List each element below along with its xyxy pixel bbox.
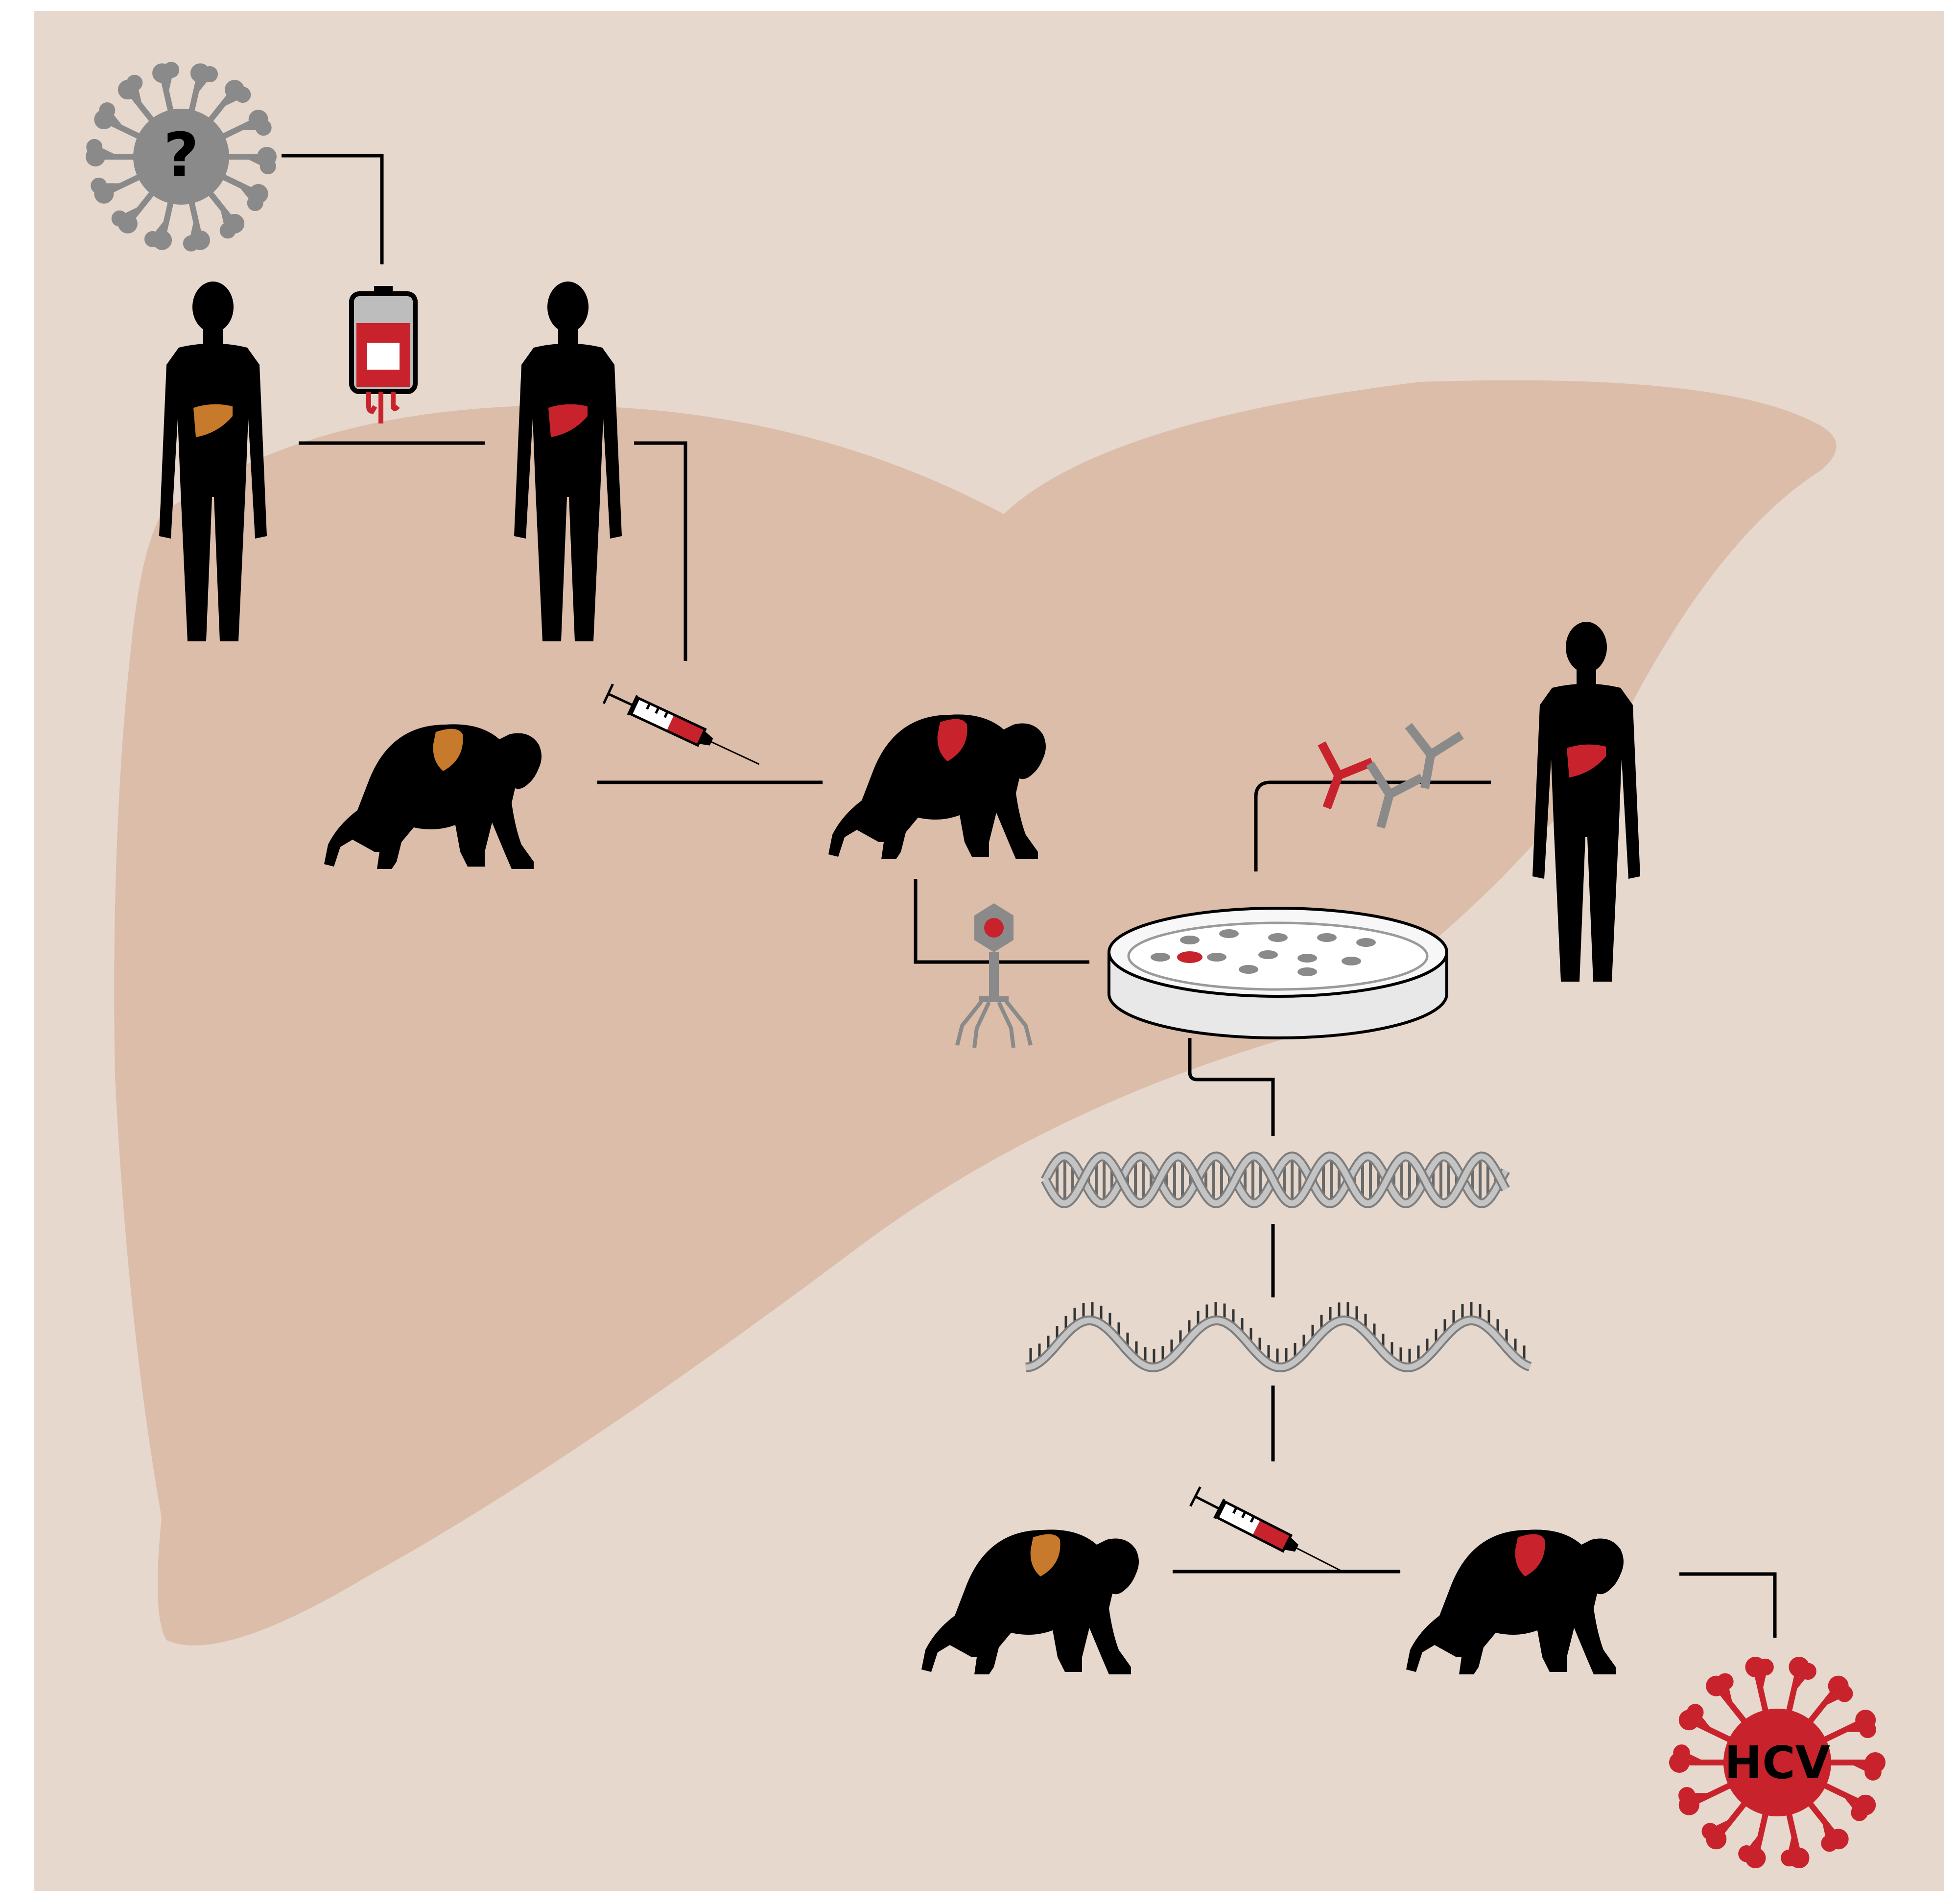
hcv-label: HCV [1724, 1737, 1830, 1789]
positive-clone-icon [1177, 951, 1202, 963]
petri-dish-icon [1109, 908, 1447, 1038]
unknown-virus-label: ? [164, 120, 199, 191]
